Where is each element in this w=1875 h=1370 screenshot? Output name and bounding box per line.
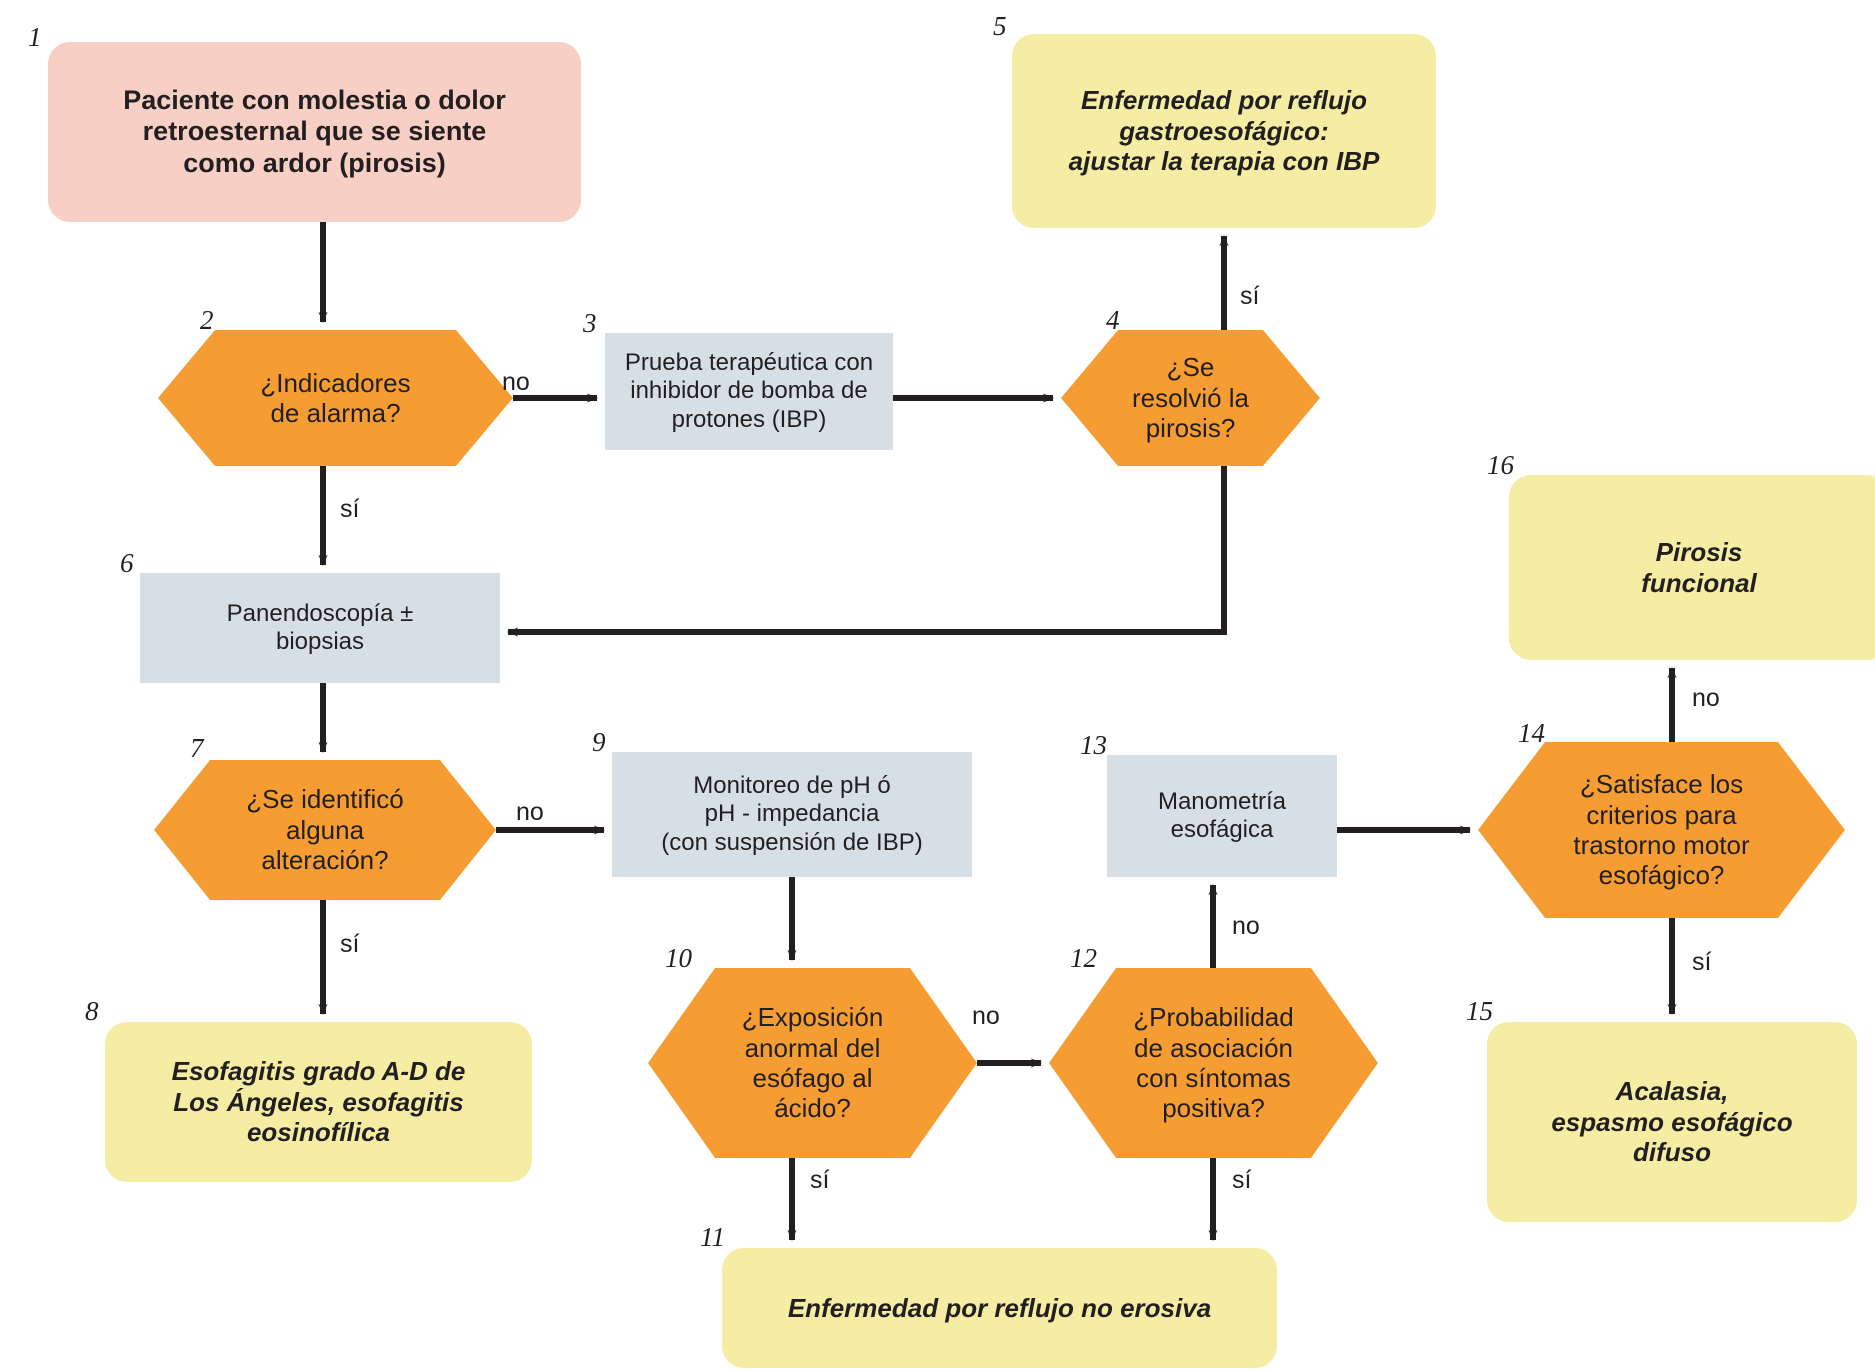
step-number-6: 6 (120, 548, 134, 578)
node-13-shape (1107, 755, 1337, 877)
step-number-1: 1 (28, 22, 42, 52)
step-number-10: 10 (665, 943, 692, 973)
node-11-shape (722, 1248, 1277, 1368)
edge-label-14-to-15: sí (1692, 948, 1712, 976)
step-number-5: 5 (993, 11, 1007, 41)
step-number-13: 13 (1080, 730, 1107, 760)
node-6-shape (140, 573, 500, 683)
step-number-2: 2 (200, 305, 214, 335)
node-7-shape (154, 760, 496, 900)
node-12-shape (1049, 968, 1378, 1158)
edge-label-7-to-8: sí (340, 930, 360, 958)
edge-label-14-to-16: no (1692, 684, 1720, 712)
node-9-shape (612, 752, 972, 877)
step-number-4: 4 (1106, 305, 1120, 335)
node-1-shape (48, 42, 581, 222)
node-10-shape (648, 968, 977, 1158)
edge-label-4-to-5: sí (1240, 282, 1260, 310)
edge-label-7-to-9: no (516, 798, 544, 826)
edge-label-12-to-11: sí (1232, 1166, 1252, 1194)
step-number-15: 15 (1466, 996, 1493, 1026)
node-2-shape (158, 330, 513, 466)
step-number-9: 9 (592, 727, 606, 757)
node-5-shape (1012, 34, 1436, 228)
node-8-shape (105, 1022, 532, 1182)
edge-label-2-to-3: no (502, 368, 530, 396)
step-number-14: 14 (1518, 718, 1545, 748)
step-number-12: 12 (1070, 943, 1097, 973)
edge-label-12-to-13: no (1232, 912, 1260, 940)
step-number-7: 7 (190, 733, 204, 763)
node-14-shape (1478, 742, 1845, 918)
step-number-8: 8 (85, 996, 99, 1026)
node-3-shape (605, 333, 893, 450)
node-15-shape (1487, 1022, 1857, 1222)
edge-label-10-to-12: no (972, 1002, 1000, 1030)
step-number-16: 16 (1487, 450, 1514, 480)
edge-label-2-to-6: sí (340, 495, 360, 523)
step-number-11: 11 (700, 1222, 725, 1252)
edge-label-10-to-11: sí (810, 1166, 830, 1194)
node-4-shape (1061, 330, 1320, 466)
step-number-3: 3 (583, 308, 597, 338)
node-16-shape (1509, 475, 1875, 660)
edge-4-to-6 (507, 466, 1227, 637)
